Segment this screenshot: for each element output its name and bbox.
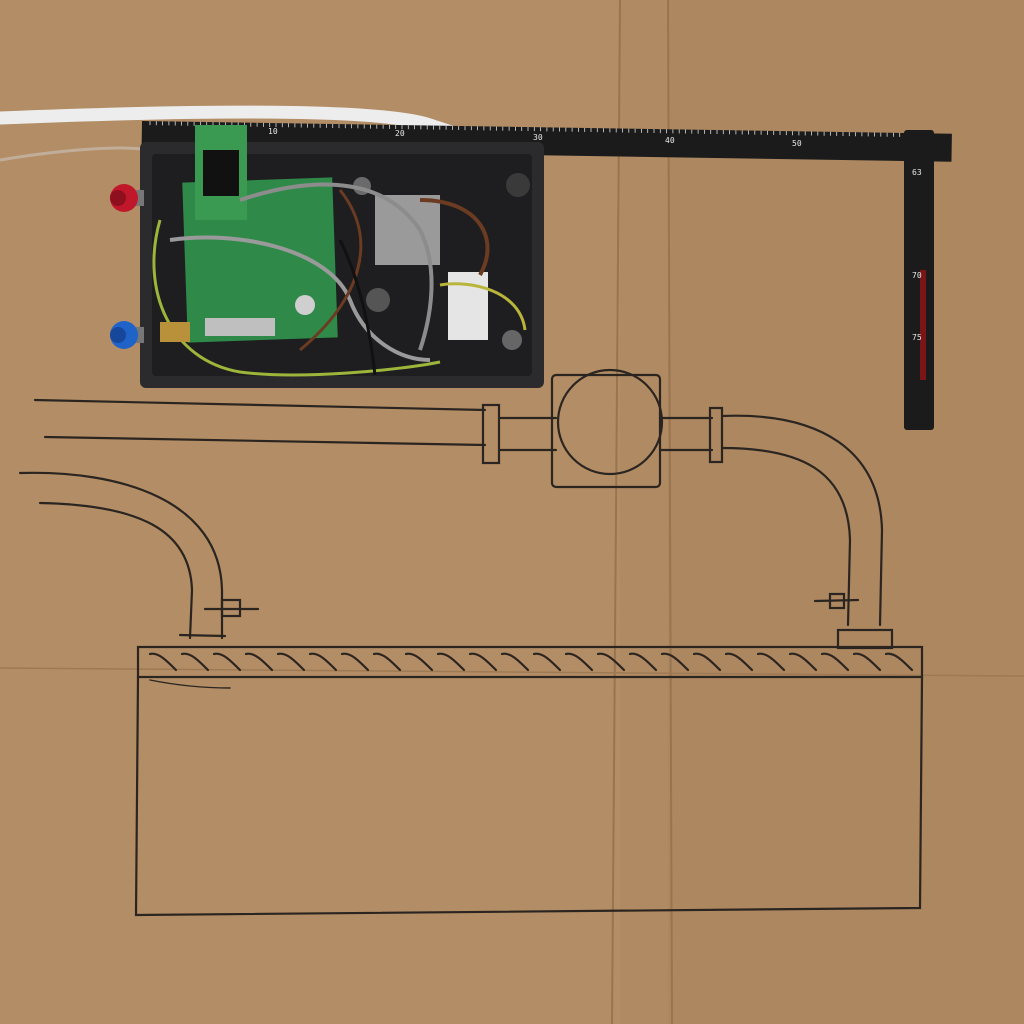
hatch-stroke <box>884 652 914 672</box>
ruler-label-50: 50 <box>792 139 802 148</box>
sketch-flange-left <box>481 403 501 465</box>
hatch-stroke <box>404 652 434 672</box>
terminal-block <box>448 272 488 340</box>
sketch-valve-body-right <box>828 592 846 610</box>
sketch-pipe-upper-line <box>33 398 487 412</box>
yellow-green-wire-2 <box>439 282 527 331</box>
hatch-stroke <box>436 652 466 672</box>
ruler-vertical-red-strip <box>920 270 926 380</box>
hatch-stroke <box>212 652 242 672</box>
sketch-hatching <box>148 652 914 672</box>
flow-sensor <box>506 173 530 197</box>
ruler-label-10: 10 <box>268 127 278 136</box>
ruler-label-30: 30 <box>533 133 543 142</box>
sketch-tank-body <box>134 675 924 917</box>
cardboard-fold-horizontal <box>0 667 1024 677</box>
sketch-elbow-left-outer <box>18 471 224 640</box>
pcb-display-screen <box>203 150 239 196</box>
ruler-vertical <box>904 130 934 430</box>
hatch-stroke <box>180 652 210 672</box>
hatch-stroke <box>820 652 850 672</box>
ground-clamp <box>502 330 522 350</box>
sketch-elbow-right-outer <box>720 414 884 627</box>
ruler-vlabel-63: 63 <box>912 168 922 177</box>
brown-wire-2 <box>299 189 363 352</box>
yellow-green-wire <box>152 219 441 377</box>
sketch-fitting-left <box>178 633 227 638</box>
cardboard-fold-line <box>611 0 621 1024</box>
white-cable-shadow <box>0 146 151 162</box>
hatch-stroke <box>660 652 690 672</box>
sketch-tank-top-band <box>136 645 924 679</box>
hot-water-valve-icon <box>110 184 144 212</box>
sketch-flange-right <box>708 406 724 464</box>
pipe-sketch <box>18 368 924 917</box>
ruler-tick-marks <box>149 121 901 137</box>
cardboard-fold-line-2 <box>667 0 673 1024</box>
hatch-stroke <box>308 652 338 672</box>
black-wire <box>338 239 377 376</box>
hatch-stroke <box>148 652 178 672</box>
hatch-stroke <box>628 652 658 672</box>
sketch-tank-curve <box>149 679 231 689</box>
sketch-elbow-right-inner <box>720 446 852 627</box>
pcb-component <box>295 295 315 315</box>
hatch-stroke <box>564 652 594 672</box>
hatch-stroke <box>724 652 754 672</box>
cold-water-valve-icon <box>110 321 144 349</box>
water-heater-unit <box>110 125 544 388</box>
sketch-pipe-lower-line <box>43 435 487 447</box>
hatch-stroke <box>372 652 402 672</box>
sketch-valve-mark-right <box>813 598 860 603</box>
hatch-stroke <box>500 652 530 672</box>
sketch-pump-circle <box>556 368 664 476</box>
hatch-stroke <box>852 652 882 672</box>
hatch-stroke <box>756 652 786 672</box>
hatch-stroke <box>532 652 562 672</box>
brown-wire <box>419 198 490 276</box>
hatch-stroke <box>276 652 306 672</box>
grey-wire-2 <box>239 182 434 351</box>
heater-element-bolt <box>366 288 390 312</box>
hatch-stroke <box>788 652 818 672</box>
ruler-vlabel-75: 75 <box>912 333 922 342</box>
hatch-stroke <box>692 652 722 672</box>
sketch-elbow-left-inner <box>38 501 194 640</box>
hatch-stroke <box>244 652 274 672</box>
sketch-pump-housing <box>550 373 662 489</box>
pcb-connector <box>205 318 275 336</box>
hatch-stroke <box>468 652 498 672</box>
grey-wire <box>169 235 431 362</box>
brass-fitting <box>160 322 190 342</box>
hatch-stroke <box>340 652 370 672</box>
hatch-stroke <box>596 652 626 672</box>
ruler-label-20: 20 <box>395 129 405 138</box>
ruler-vlabel-70: 70 <box>912 271 922 280</box>
ruler-label-40: 40 <box>665 136 675 145</box>
